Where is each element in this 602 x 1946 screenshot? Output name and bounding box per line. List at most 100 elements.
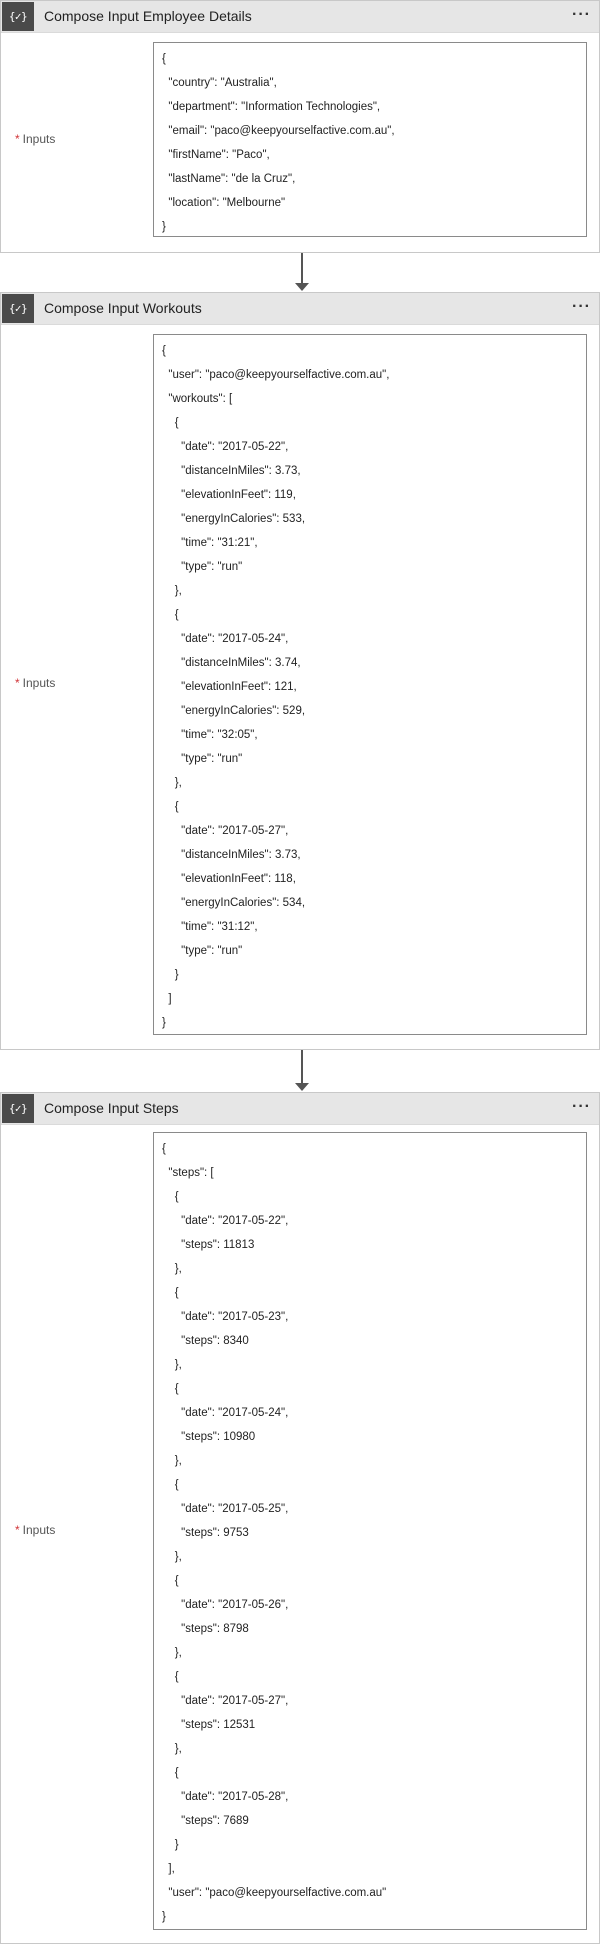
required-asterisk: * (15, 676, 20, 690)
json-line: "user": "paco@keepyourselfactive.com.au"… (162, 369, 390, 381)
json-line: "date": "2017-05-22", (162, 441, 289, 453)
json-line: "type": "run" (162, 753, 243, 765)
json-line: "steps": 11813 (162, 1239, 255, 1251)
required-asterisk: * (15, 132, 20, 146)
json-line: "workouts": [ (162, 393, 233, 405)
json-line: "elevationInFeet": 121, (162, 681, 297, 693)
flow-connector (301, 1050, 303, 1083)
json-line: }, (162, 1263, 182, 1275)
json-line: "date": "2017-05-24", (162, 633, 289, 645)
json-line: { (162, 1767, 179, 1779)
json-line: { (162, 417, 179, 429)
json-line: "location": "Melbourne" (162, 197, 286, 209)
json-line: "steps": 8340 (162, 1335, 249, 1347)
json-line: }, (162, 777, 182, 789)
json-line: ], (162, 1863, 175, 1875)
inputs-label-text: Inputs (22, 132, 56, 146)
json-line: "energyInCalories": 534, (162, 897, 306, 909)
json-line: "type": "run" (162, 561, 243, 573)
card-title: Compose Input Employee Details (44, 8, 252, 24)
json-line: "type": "run" (162, 945, 243, 957)
json-line: "date": "2017-05-22", (162, 1215, 289, 1227)
more-options-icon[interactable]: ··· (572, 1098, 591, 1115)
json-line: "date": "2017-05-26", (162, 1599, 289, 1611)
inputs-label: *Inputs (15, 676, 55, 690)
json-line: }, (162, 585, 182, 597)
json-line: { (162, 1383, 179, 1395)
json-line: "time": "31:12", (162, 921, 258, 933)
inputs-label: *Inputs (15, 1523, 55, 1537)
json-line: { (162, 801, 179, 813)
json-line: "date": "2017-05-28", (162, 1791, 289, 1803)
json-line: "time": "31:21", (162, 537, 258, 549)
compose-card-workouts[interactable]: {✓} Compose Input Workouts ··· *Inputs {… (0, 292, 600, 1050)
json-line: "lastName": "de la Cruz", (162, 173, 296, 185)
json-line: { (162, 345, 166, 357)
compose-action-icon: {✓} (2, 1094, 34, 1123)
json-line: "steps": [ (162, 1167, 214, 1179)
compose-card-employee-details[interactable]: {✓} Compose Input Employee Details ··· *… (0, 0, 600, 253)
json-line: "date": "2017-05-27", (162, 825, 289, 837)
json-line: }, (162, 1647, 182, 1659)
json-line: { (162, 1671, 179, 1683)
json-line: "steps": 7689 (162, 1815, 249, 1827)
json-line: }, (162, 1551, 182, 1563)
json-line: "distanceInMiles": 3.73, (162, 849, 301, 861)
json-line: }, (162, 1455, 182, 1467)
json-line: "date": "2017-05-23", (162, 1311, 289, 1323)
card-header[interactable]: {✓} Compose Input Workouts ··· (1, 293, 599, 325)
more-options-icon[interactable]: ··· (572, 298, 591, 315)
json-line: "steps": 8798 (162, 1623, 249, 1635)
json-line: "distanceInMiles": 3.73, (162, 465, 301, 477)
json-line: "elevationInFeet": 119, (162, 489, 296, 501)
json-line: { (162, 1479, 179, 1491)
inputs-json-field[interactable]: { "country": "Australia", "department": … (153, 42, 587, 237)
json-line: "time": "32:05", (162, 729, 258, 741)
json-line: "date": "2017-05-25", (162, 1503, 289, 1515)
json-line: } (162, 221, 166, 233)
card-header[interactable]: {✓} Compose Input Employee Details ··· (1, 1, 599, 33)
json-line: }, (162, 1743, 182, 1755)
json-line: "distanceInMiles": 3.74, (162, 657, 301, 669)
json-line: } (162, 1911, 166, 1923)
json-line: "country": "Australia", (162, 77, 277, 89)
inputs-label-text: Inputs (22, 676, 56, 690)
json-line: "energyInCalories": 529, (162, 705, 306, 717)
json-line: "steps": 12531 (162, 1719, 256, 1731)
flow-arrow-icon (295, 1083, 309, 1091)
flow-connector (301, 253, 303, 283)
json-line: "department": "Information Technologies"… (162, 101, 381, 113)
card-title: Compose Input Steps (44, 1100, 179, 1116)
compose-action-icon: {✓} (2, 294, 34, 323)
json-line: { (162, 1143, 166, 1155)
json-line: "date": "2017-05-24", (162, 1407, 289, 1419)
more-options-icon[interactable]: ··· (572, 6, 591, 23)
json-line: { (162, 1287, 179, 1299)
json-line: "user": "paco@keepyourselfactive.com.au" (162, 1887, 387, 1899)
card-header[interactable]: {✓} Compose Input Steps ··· (1, 1093, 599, 1125)
compose-card-steps[interactable]: {✓} Compose Input Steps ··· *Inputs { "s… (0, 1092, 600, 1944)
json-line: "steps": 10980 (162, 1431, 256, 1443)
inputs-json-field[interactable]: { "steps": [ { "date": "2017-05-22", "st… (153, 1132, 587, 1930)
inputs-json-field[interactable]: { "user": "paco@keepyourselfactive.com.a… (153, 334, 587, 1035)
json-line: { (162, 53, 166, 65)
json-line: { (162, 609, 179, 621)
json-line: "firstName": "Paco", (162, 149, 270, 161)
json-line: "energyInCalories": 533, (162, 513, 306, 525)
json-line: { (162, 1575, 179, 1587)
json-line: "steps": 9753 (162, 1527, 249, 1539)
flow-arrow-icon (295, 283, 309, 291)
json-line: } (162, 1017, 166, 1029)
required-asterisk: * (15, 1523, 20, 1537)
json-line: ] (162, 993, 172, 1005)
card-title: Compose Input Workouts (44, 300, 202, 316)
json-line: }, (162, 1359, 182, 1371)
json-line: } (162, 969, 179, 981)
compose-action-icon: {✓} (2, 2, 34, 31)
inputs-label: *Inputs (15, 132, 55, 146)
json-line: { (162, 1191, 179, 1203)
json-line: "email": "paco@keepyourselfactive.com.au… (162, 125, 395, 137)
json-line: } (162, 1839, 179, 1851)
json-line: "elevationInFeet": 118, (162, 873, 296, 885)
inputs-label-text: Inputs (22, 1523, 56, 1537)
